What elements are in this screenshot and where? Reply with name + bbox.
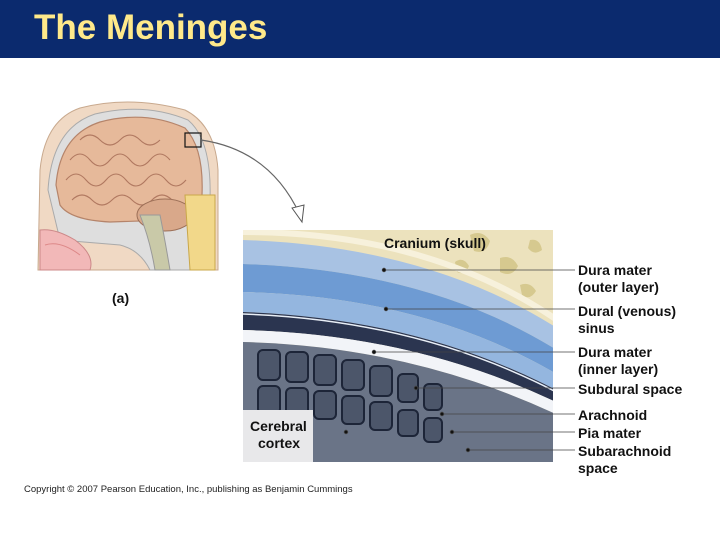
- label-dura-outer-line2: (outer layer): [578, 279, 659, 296]
- label-dural-sinus-line1: Dural (venous): [578, 303, 676, 320]
- label-cerebral-cortex-line2: cortex: [258, 435, 300, 452]
- label-cerebral-cortex-line1: Cerebral: [250, 418, 307, 435]
- label-dura-inner-line1: Dura mater: [578, 344, 652, 361]
- label-subdural-space: Subdural space: [578, 381, 682, 398]
- label-dura-outer-line1: Dura mater: [578, 262, 652, 279]
- label-subarachnoid-line2: space: [578, 460, 618, 477]
- label-pia-mater: Pia mater: [578, 425, 641, 442]
- head-sagittal-section: [38, 102, 218, 270]
- copyright-notice: Copyright © 2007 Pearson Education, Inc.…: [24, 484, 353, 495]
- label-arachnoid: Arachnoid: [578, 407, 647, 424]
- label-subarachnoid-line1: Subarachnoid: [578, 443, 671, 460]
- label-dura-inner-line2: (inner layer): [578, 361, 658, 378]
- label-dural-sinus-line2: sinus: [578, 320, 615, 337]
- panel-label: (a): [112, 290, 129, 307]
- label-cranium: Cranium (skull): [384, 235, 486, 252]
